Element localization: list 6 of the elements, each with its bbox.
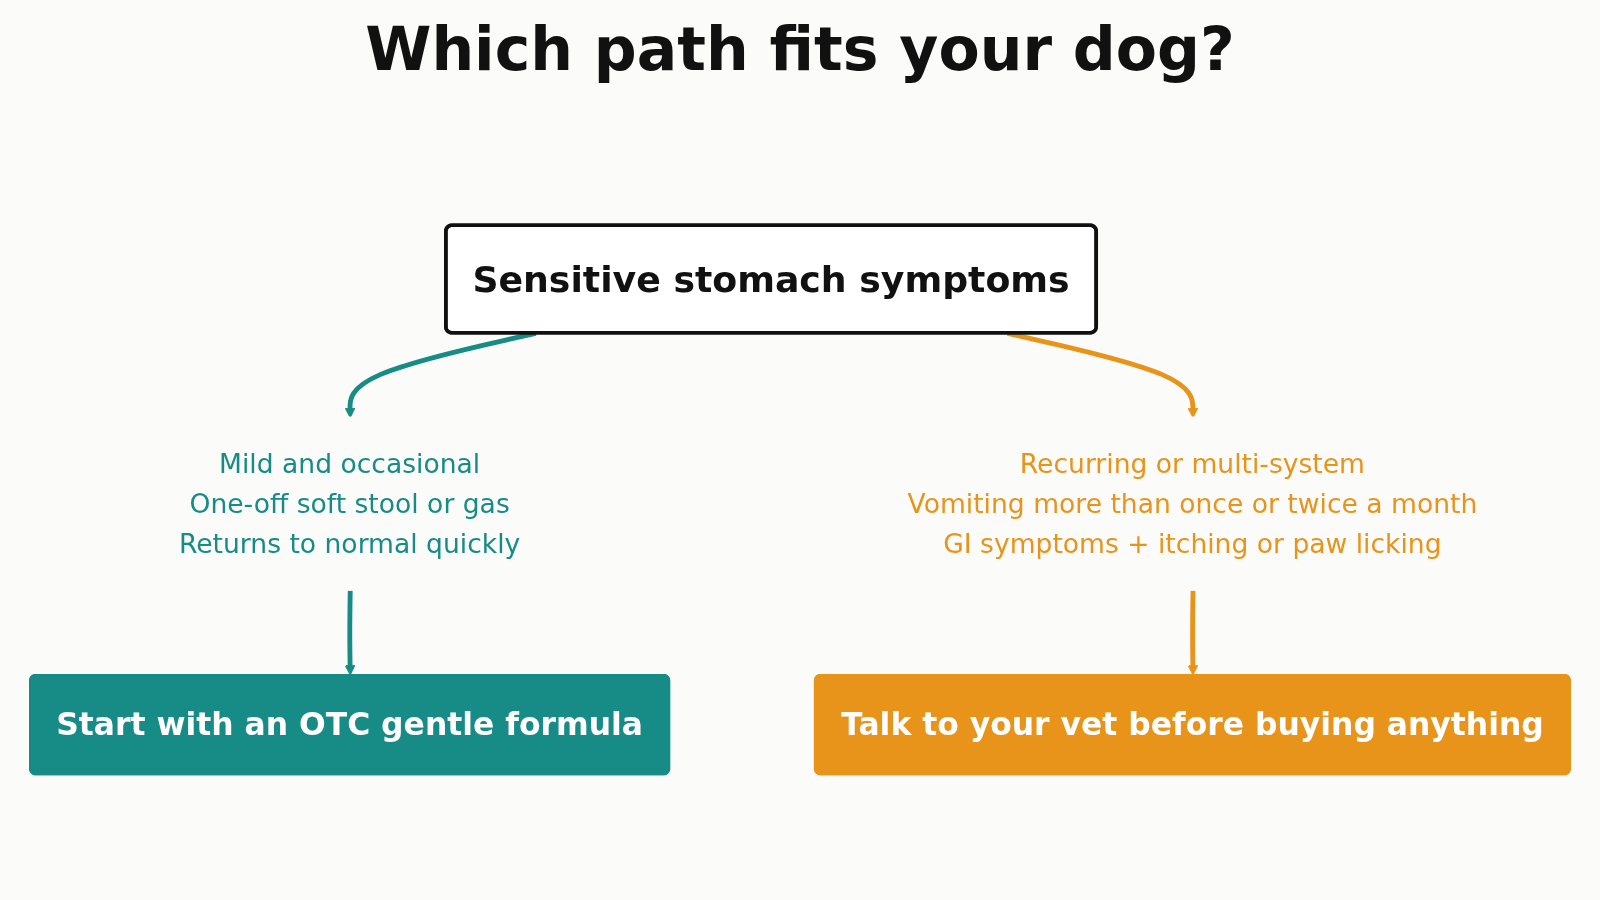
flowchart: Sensitive stomach symptoms Mild and occasional One-off soft stool or gas Returns to normal quickly Recurring or multi-system Vomiting more than once or twice a month GI symptoms + itching or paw licking Start with an OTC gentle formula Talk to your vet before buying anything (20, 110, 1580, 890)
arrow (1187, 590, 1199, 676)
node-text: Recurring or multi-system Vomiting more than once or twice a month GI symptoms + itching or paw licking (907, 448, 1478, 559)
title: Which path fits your dog? (364, 14, 1236, 84)
node-text: Mild and occasional One-off soft stool or gas Returns to normal quickly (178, 448, 521, 559)
arrow (344, 590, 356, 676)
